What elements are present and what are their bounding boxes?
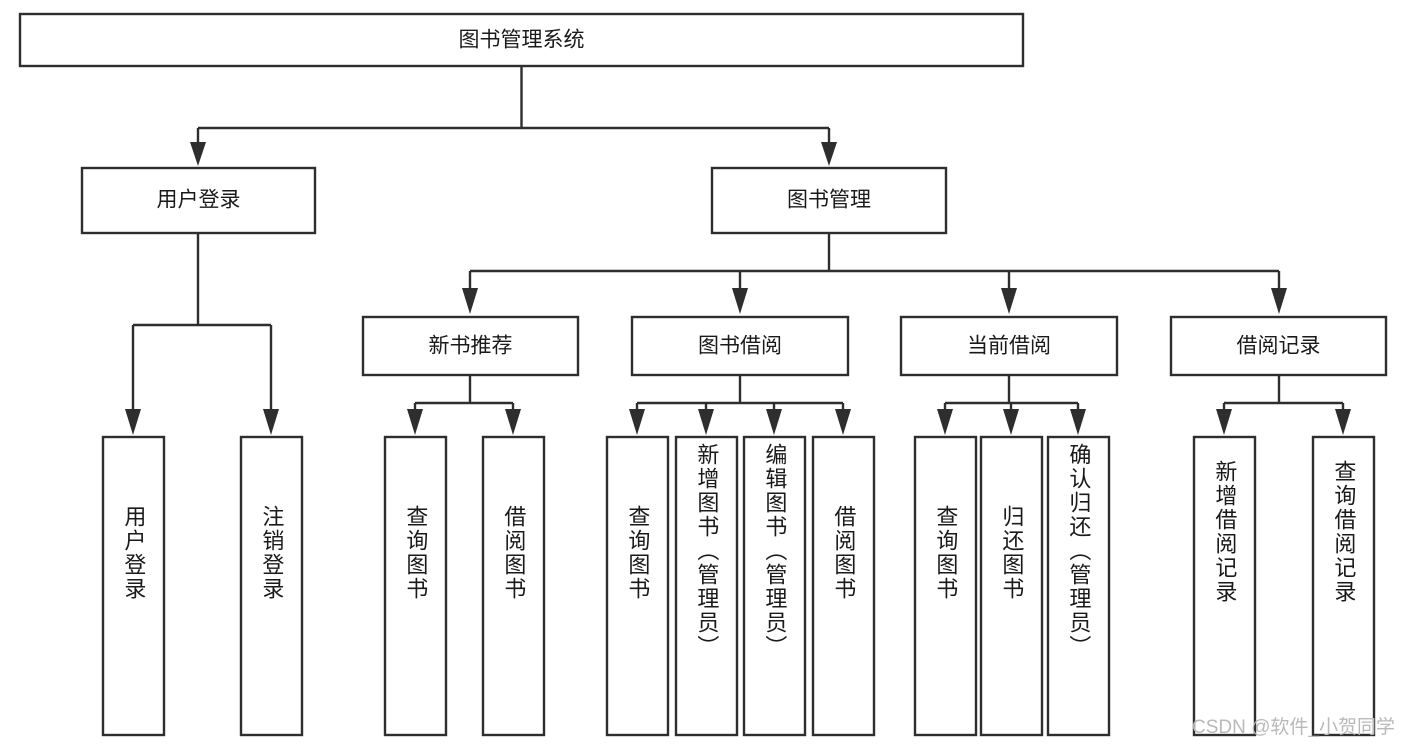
- node-root-label: 图书管理系统: [459, 29, 585, 52]
- node-borrow-record[interactable]: [1169, 315, 1388, 377]
- arrow-head-book-mgmt: [821, 142, 837, 166]
- node-book-borrow[interactable]: [630, 315, 850, 377]
- leaf-current-borrow-1[interactable]: [913, 435, 978, 737]
- leaf-book-borrow-2[interactable]: [674, 435, 739, 737]
- arrow-head-leaf-user-login-1: [125, 409, 141, 435]
- arrow-head-new-book: [462, 288, 478, 314]
- leaf-book-borrow-3[interactable]: [742, 435, 807, 737]
- nodes-group: 图书管理系统 用户登录 图书管理 新书推荐 图书借阅 当前借阅 借阅记录: [18, 12, 1388, 737]
- arrow-head-book-borrow: [732, 288, 748, 314]
- leaf-new-book-1[interactable]: [383, 435, 448, 737]
- arrow-head-user-login: [190, 142, 206, 166]
- arrow-head-borrow-record: [1271, 288, 1287, 314]
- arrow-head-leaf-book-borrow-4: [835, 409, 851, 435]
- leaf-current-borrow-2[interactable]: [979, 435, 1044, 737]
- node-current-borrow[interactable]: [899, 315, 1119, 377]
- arrow-head-leaf-borrow-record-2: [1335, 409, 1351, 435]
- csdn-watermark: CSDN @软件_小贺同学: [1192, 717, 1395, 738]
- node-book-management[interactable]: [710, 166, 948, 235]
- arrow-head-leaf-new-book-1: [407, 409, 423, 435]
- node-book-management-label: 图书管理: [787, 189, 871, 212]
- arrow-head-current-borrow: [1001, 288, 1017, 314]
- node-new-book-recommend-label: 新书推荐: [429, 335, 513, 358]
- node-book-borrow-label: 图书借阅: [698, 335, 782, 358]
- leaf-book-borrow-4[interactable]: [811, 435, 876, 737]
- arrow-head-leaf-user-login-2: [263, 409, 279, 435]
- arrow-head-leaf-book-borrow-3: [766, 409, 782, 435]
- arrow-head-leaf-current-borrow-1: [937, 409, 953, 435]
- node-user-login-label: 用户登录: [157, 189, 241, 212]
- arrow-head-leaf-new-book-2: [505, 409, 521, 435]
- node-root[interactable]: [18, 12, 1025, 68]
- leaf-user-login-2[interactable]: [239, 435, 304, 737]
- leaf-current-borrow-3[interactable]: [1046, 435, 1111, 737]
- arrow-head-leaf-current-borrow-3: [1070, 409, 1086, 435]
- node-user-login[interactable]: [80, 166, 317, 235]
- arrow-head-leaf-book-borrow-1: [629, 409, 645, 435]
- arrow-head-leaf-current-borrow-2: [1003, 409, 1019, 435]
- arrow-head-leaf-borrow-record-1: [1216, 409, 1232, 435]
- leaf-user-login-1[interactable]: [101, 435, 166, 737]
- leaf-new-book-2[interactable]: [481, 435, 546, 737]
- arrow-head-leaf-book-borrow-2: [698, 409, 714, 435]
- node-borrow-record-label: 借阅记录: [1237, 335, 1321, 358]
- node-current-borrow-label: 当前借阅: [967, 335, 1051, 358]
- leaf-borrow-record-1[interactable]: [1192, 435, 1257, 737]
- leaf-book-borrow-1[interactable]: [605, 435, 670, 737]
- leaf-borrow-record-2[interactable]: [1311, 435, 1376, 737]
- connectors-group: [125, 66, 1351, 435]
- node-new-book-recommend[interactable]: [361, 315, 580, 377]
